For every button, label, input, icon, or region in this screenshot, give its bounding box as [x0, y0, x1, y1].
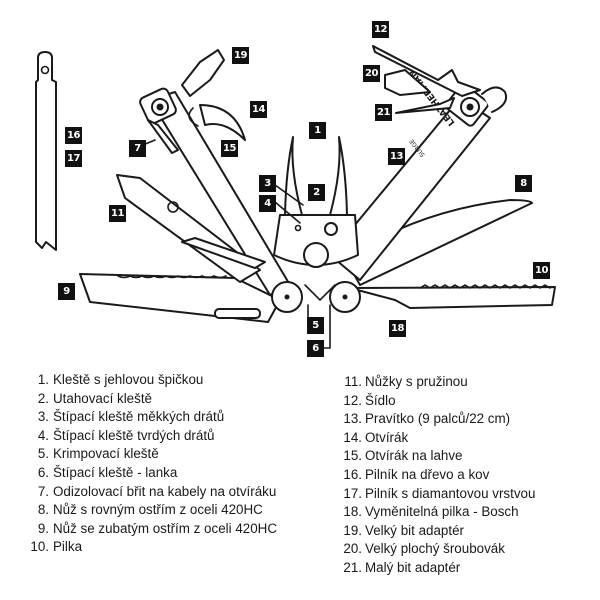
legend-label: Velký plochý šroubovák: [365, 541, 505, 557]
legend-label: Nůžky s pružinou: [365, 374, 468, 389]
callout-21: 21: [375, 104, 392, 121]
file-tool: [35, 51, 57, 251]
legend-label: Nůž se zubatým ostřím z oceli 420HC: [53, 520, 277, 536]
legend-item: 7.Odizolovací břit na kabely na otvíráku: [37, 483, 277, 499]
legend-label: Malý bit adaptér: [365, 559, 461, 575]
callout-7: 7: [129, 140, 146, 157]
legend-item: 6.Štípací kleště - lanka: [37, 464, 178, 480]
legend-item: 12.Šídlo: [343, 392, 396, 408]
legend-label: Šídlo: [365, 392, 396, 408]
legend-item: 21.Malý bit adaptér: [343, 559, 461, 575]
legend-item: 9.Nůž se zubatým ostřím z oceli 420HC: [37, 520, 277, 536]
pliers: [273, 136, 359, 268]
legend-label: Pilník s diamantovou vrstvou: [365, 485, 536, 501]
legend-item: 2.Utahovací kleště: [37, 390, 152, 406]
legend-label: Pilka: [53, 539, 83, 555]
left-handle: [139, 49, 291, 296]
callout-16: 16: [65, 127, 82, 144]
callout-5: 5: [307, 317, 324, 334]
legend-item: 15.Otvírák na lahve: [343, 448, 463, 464]
legend-item: 1.Kleště s jehlovou špičkou: [37, 372, 204, 387]
callout-13: 13: [388, 148, 405, 165]
callout-12: 12: [372, 21, 389, 38]
pivot-wheels: [271, 281, 361, 313]
callout-11: 11: [109, 205, 126, 222]
callout-14: 14: [250, 101, 267, 118]
legend-label: Pravítko (9 palců/22 cm): [365, 411, 511, 427]
multitool-drawing: LEATHERMAN SURGE: [35, 45, 556, 349]
legend-item: 4.Štípací kleště tvrdých drátů: [37, 427, 215, 443]
legend-label: Nůž s rovným ostřím z oceli 420HC: [53, 502, 263, 518]
legend-item: 16.Pilník na dřevo a kov: [343, 466, 490, 482]
legend-label: Odizolovací břit na kabely na otvíráku: [53, 483, 277, 499]
serrated-knife: [79, 273, 281, 323]
callout-8: 8: [515, 175, 532, 192]
callout-19: 19: [232, 47, 249, 64]
legend-label: Velký bit adaptér: [365, 522, 465, 538]
multitool-illustration: LEATHERMAN SURGE: [35, 21, 556, 357]
callout-10: 10: [533, 262, 550, 279]
legend-item: 19.Velký bit adaptér: [343, 522, 465, 538]
legend-item: 3.Štípací kleště měkkých drátů: [37, 409, 225, 425]
callout-4: 4: [259, 195, 276, 212]
saw-blade: [349, 284, 556, 309]
legend-item: 17.Pilník s diamantovou vrstvou: [343, 485, 536, 501]
ruler-handle: LEATHERMAN SURGE: [329, 67, 508, 281]
callout-3: 3: [259, 175, 276, 192]
legend-label: Vyměnitelná pilka - Bosch: [365, 504, 519, 520]
legend-item: 13.Pravítko (9 palců/22 cm): [343, 411, 511, 427]
callout-20: 20: [363, 65, 380, 82]
legend-item: 11.Nůžky s pružinou: [344, 374, 468, 389]
callout-18: 18: [389, 320, 406, 337]
legend-item: 18.Vyměnitelná pilka - Bosch: [343, 504, 519, 520]
legend-label: Krimpovací kleště: [53, 446, 159, 462]
callout-1: 1: [309, 122, 326, 139]
callout-15: 15: [221, 140, 238, 157]
legend-label: Štípací kleště - lanka: [53, 464, 178, 480]
legend-item: 14.Otvírák: [343, 429, 409, 445]
legend-label: Kleště s jehlovou špičkou: [53, 372, 204, 387]
legend-label: Štípací kleště měkkých drátů: [53, 409, 225, 425]
legend-label: Utahovací kleště: [53, 390, 152, 406]
legend-item: 8.Nůž s rovným ostřím z oceli 420HC: [37, 502, 263, 518]
callout-2: 2: [308, 184, 325, 201]
legend-right: 11.Nůžky s pružinou 12.Šídlo 13.Pravítko…: [337, 373, 535, 578]
callout-9: 9: [58, 283, 75, 300]
awl-and-drivers: [372, 45, 481, 114]
legend-label: Otvírák na lahve: [365, 448, 463, 464]
legend-label: Otvírák: [365, 429, 409, 445]
legend-item: 20.Velký plochý šroubovák: [343, 541, 505, 557]
callout-6: 6: [307, 340, 324, 357]
legend-label: Pilník na dřevo a kov: [365, 466, 490, 482]
legend-item: 10.Pilka: [30, 539, 83, 555]
legend-left: 1.Kleště s jehlovou špičkou 2.Utahovací …: [30, 371, 277, 557]
legend-item: 5.Krimpovací kleště: [37, 446, 159, 462]
callout-17: 17: [65, 150, 82, 167]
legend-label: Štípací kleště tvrdých drátů: [53, 427, 215, 443]
scissors: [116, 174, 266, 283]
